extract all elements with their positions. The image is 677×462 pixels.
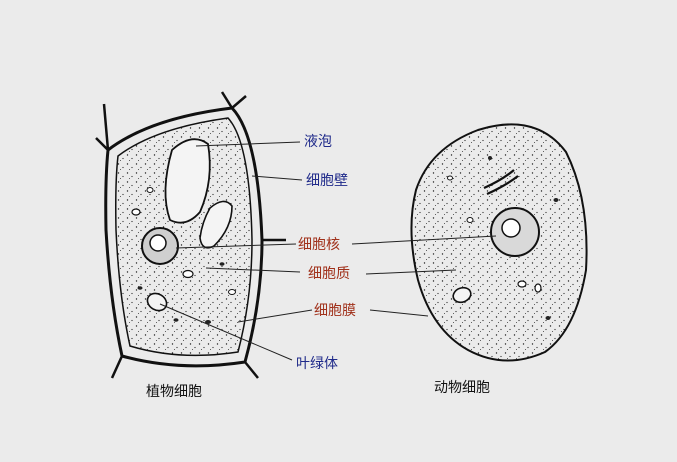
leader-cytoplasm-animal <box>365 269 457 275</box>
label-cell-wall: 细胞壁 <box>306 173 348 189</box>
chloroplast <box>146 187 154 193</box>
leader-cytoplasm <box>205 267 301 273</box>
chloroplast <box>219 262 225 266</box>
chloroplast <box>205 320 211 324</box>
organelle <box>517 280 527 288</box>
chloroplast <box>131 208 141 216</box>
chloroplast <box>173 318 179 322</box>
organelle <box>534 283 542 293</box>
label-cytoplasm: 细胞质 <box>308 266 350 282</box>
label-cell-membrane: 细胞膜 <box>314 303 356 319</box>
leader-cell-wall <box>251 175 303 181</box>
caption-plant-cell: 植物细胞 <box>146 384 202 400</box>
organelle <box>466 217 474 223</box>
leader-lines <box>159 141 497 361</box>
plant-vacuole-2 <box>199 200 233 249</box>
chloroplast <box>228 289 236 295</box>
leader-membrane-animal <box>369 309 429 317</box>
leader-vacuole <box>195 141 301 147</box>
caption-animal-cell: 动物细胞 <box>434 380 490 396</box>
organelle <box>488 156 492 160</box>
plant-vacuole <box>164 138 211 224</box>
plant-cell <box>95 91 286 379</box>
wall-extension <box>95 91 286 379</box>
organelle <box>447 175 453 181</box>
label-chloroplast: 叶绿体 <box>296 356 338 372</box>
label-vacuole: 液泡 <box>304 134 332 150</box>
leader-nucleus-animal <box>351 235 497 245</box>
chloroplast <box>182 269 194 279</box>
chloroplast <box>146 292 168 312</box>
plant-nucleolus <box>149 234 167 252</box>
golgi <box>483 169 519 196</box>
animal-nucleolus <box>501 218 521 238</box>
label-nucleus: 细胞核 <box>298 237 340 253</box>
leader-nucleus <box>175 243 297 249</box>
leader-chloroplast <box>159 303 293 361</box>
organelle <box>452 286 472 304</box>
leader-membrane <box>237 309 313 323</box>
organelle <box>545 316 551 320</box>
chloroplast <box>137 286 143 290</box>
animal-cell <box>410 123 588 362</box>
organelle <box>553 198 559 202</box>
